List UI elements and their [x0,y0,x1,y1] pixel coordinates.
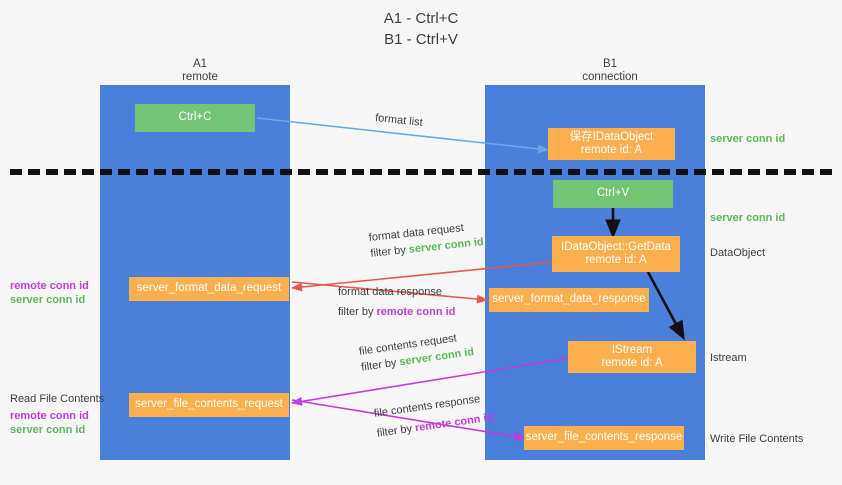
left-label-remote-conn-id-1: remote conn id [10,280,89,292]
box-save-idataobject-label: 保存IDataObject [569,130,654,143]
box-istream-label: IStream [611,343,653,356]
box-idataobject-getdata-sublabel: remote id: A [585,254,647,266]
left-label-remote-conn-id-2: remote conn id [10,410,89,422]
lane-header-b1-sub: connection [582,71,638,83]
box-server-format-data-response-label: server_format_data_response [492,293,646,306]
title-line-2: B1 - Ctrl+V [384,31,458,48]
box-idataobject-getdata[interactable]: IDataObject::GetData remote id: A [552,236,680,272]
page-title: A1 - Ctrl+C B1 - Ctrl+V [0,8,842,50]
right-label-server-conn-id-2: server conn id [710,212,786,224]
edge-label-format-data-response-line1: format data response [338,286,442,298]
right-label-write-file-contents: Write File Contents [710,433,804,445]
lane-header-a1-sub: remote [182,71,218,83]
lane-header-b1-name: B1 [602,58,618,70]
left-label-server-conn-id-1: server conn id [10,294,86,306]
box-server-format-data-request-label: server_format_data_request [136,282,282,295]
box-istream[interactable]: IStream remote id: A [568,341,696,373]
box-save-idataobject-sublabel: remote id: A [580,144,643,156]
filter-prefix: filter by [369,244,407,260]
box-server-format-data-request[interactable]: server_format_data_request [129,277,289,301]
arrow-file-contents-request [290,357,571,406]
right-label-istream: Istream [710,352,747,364]
edge-label-format-data-response: format data response filter by remote co… [338,284,455,320]
title-line-1: A1 - Ctrl+C [383,10,459,27]
arrow-format-data-response [291,281,489,304]
box-ctrl-c[interactable]: Ctrl+C [135,104,255,132]
box-ctrl-c-label: Ctrl+C [178,111,212,124]
box-istream-sublabel: remote id: A [601,357,663,369]
lane-header-b1: B1 connection [540,58,680,84]
box-ctrl-v-label: Ctrl+V [596,187,630,200]
filter-prefix: filter by [360,356,398,374]
edge-label-format-data-response-filter: filter by remote conn id [338,304,455,320]
filter-prefix: filter by [338,306,374,318]
filter-prefix: filter by [376,422,413,440]
right-label-dataobject: DataObject [710,247,766,259]
box-save-idataobject[interactable]: 保存IDataObject remote id: A [548,128,675,160]
filter-value-remote-conn-id: remote conn id [376,306,456,318]
arrow-format-data-request [290,261,553,292]
box-server-file-contents-request[interactable]: server_file_contents_request [129,393,289,417]
box-ctrl-v[interactable]: Ctrl+V [553,180,673,208]
left-label-server-conn-id-2: server conn id [10,424,86,436]
box-server-file-contents-response[interactable]: server_file_contents_response [524,426,684,450]
right-label-server-conn-id-1: server conn id [710,133,786,145]
box-idataobject-getdata-label: IDataObject::GetData [561,240,671,253]
lane-header-a1-name: A1 [192,58,208,70]
box-server-format-data-response[interactable]: server_format_data_response [489,288,649,312]
left-label-read-file-contents: Read File Contents [10,393,105,405]
left-label-format-conn-ids: remote conn id server conn id [10,279,89,307]
left-label-read-file-contents-group: Read File Contents remote conn id server… [10,392,104,437]
arrow-format-list [256,117,550,154]
lane-header-a1: A1 remote [140,58,260,84]
box-server-file-contents-response-label: server_file_contents_response [525,431,683,444]
box-server-file-contents-request-label: server_file_contents_request [135,398,283,411]
dashed-separator [10,169,832,175]
arrow-file-contents-response [291,399,527,441]
arrow-getdata-to-istream [646,271,685,341]
